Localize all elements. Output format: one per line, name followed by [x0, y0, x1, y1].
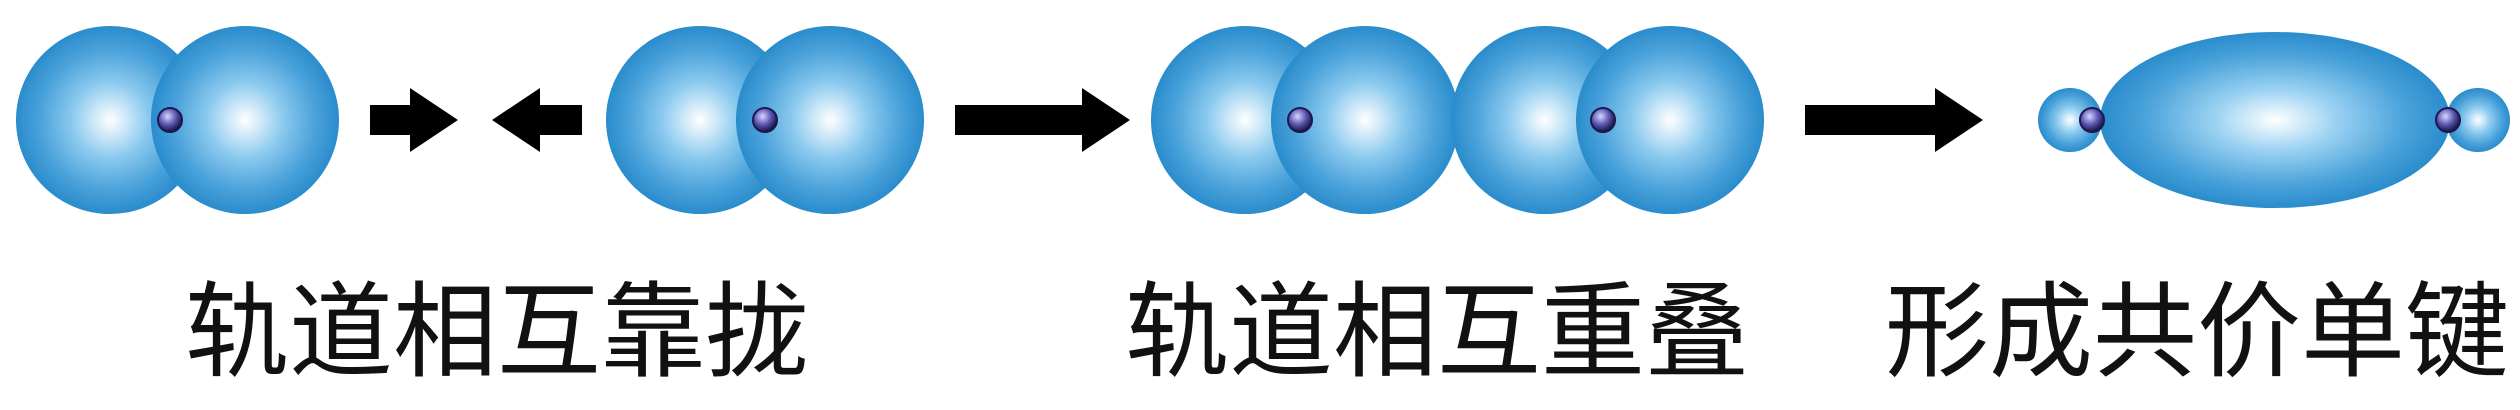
nucleus: [1590, 107, 1616, 133]
orbital-2: [151, 26, 339, 214]
arrow-left-icon: [492, 88, 582, 152]
orbital-2: [1271, 26, 1459, 214]
orbital-2: [736, 26, 924, 214]
nucleus: [2079, 107, 2105, 133]
bonding-orbital: [2100, 32, 2450, 208]
sigma-bond: [2038, 32, 2510, 208]
orbital-2: [1576, 26, 1764, 214]
caption-approach: 轨道相互靠拢: [185, 271, 810, 393]
nucleus: [752, 107, 778, 133]
orbital-pair-overlap-left: [1151, 26, 1459, 214]
small-lobe-left: [2038, 88, 2102, 152]
orbital-1: [16, 26, 204, 214]
orbital-1: [606, 26, 794, 214]
caption-bond: 形成共价单键: [1885, 271, 2510, 393]
arrow-right-icon: [1805, 88, 1983, 152]
nucleus: [1287, 107, 1313, 133]
small-lobe-right: [2446, 88, 2510, 152]
nucleus: [2435, 107, 2461, 133]
orbital-pair-approach-left: [16, 26, 339, 214]
nucleus: [157, 107, 183, 133]
arrow-right-icon: [370, 88, 458, 152]
arrow-right-icon: [955, 88, 1130, 152]
caption-overlap: 轨道相互重叠: [1125, 271, 1750, 393]
orbital-pair-approach-right: [606, 26, 924, 214]
orbital-pair-overlap-right: [1451, 26, 1764, 214]
